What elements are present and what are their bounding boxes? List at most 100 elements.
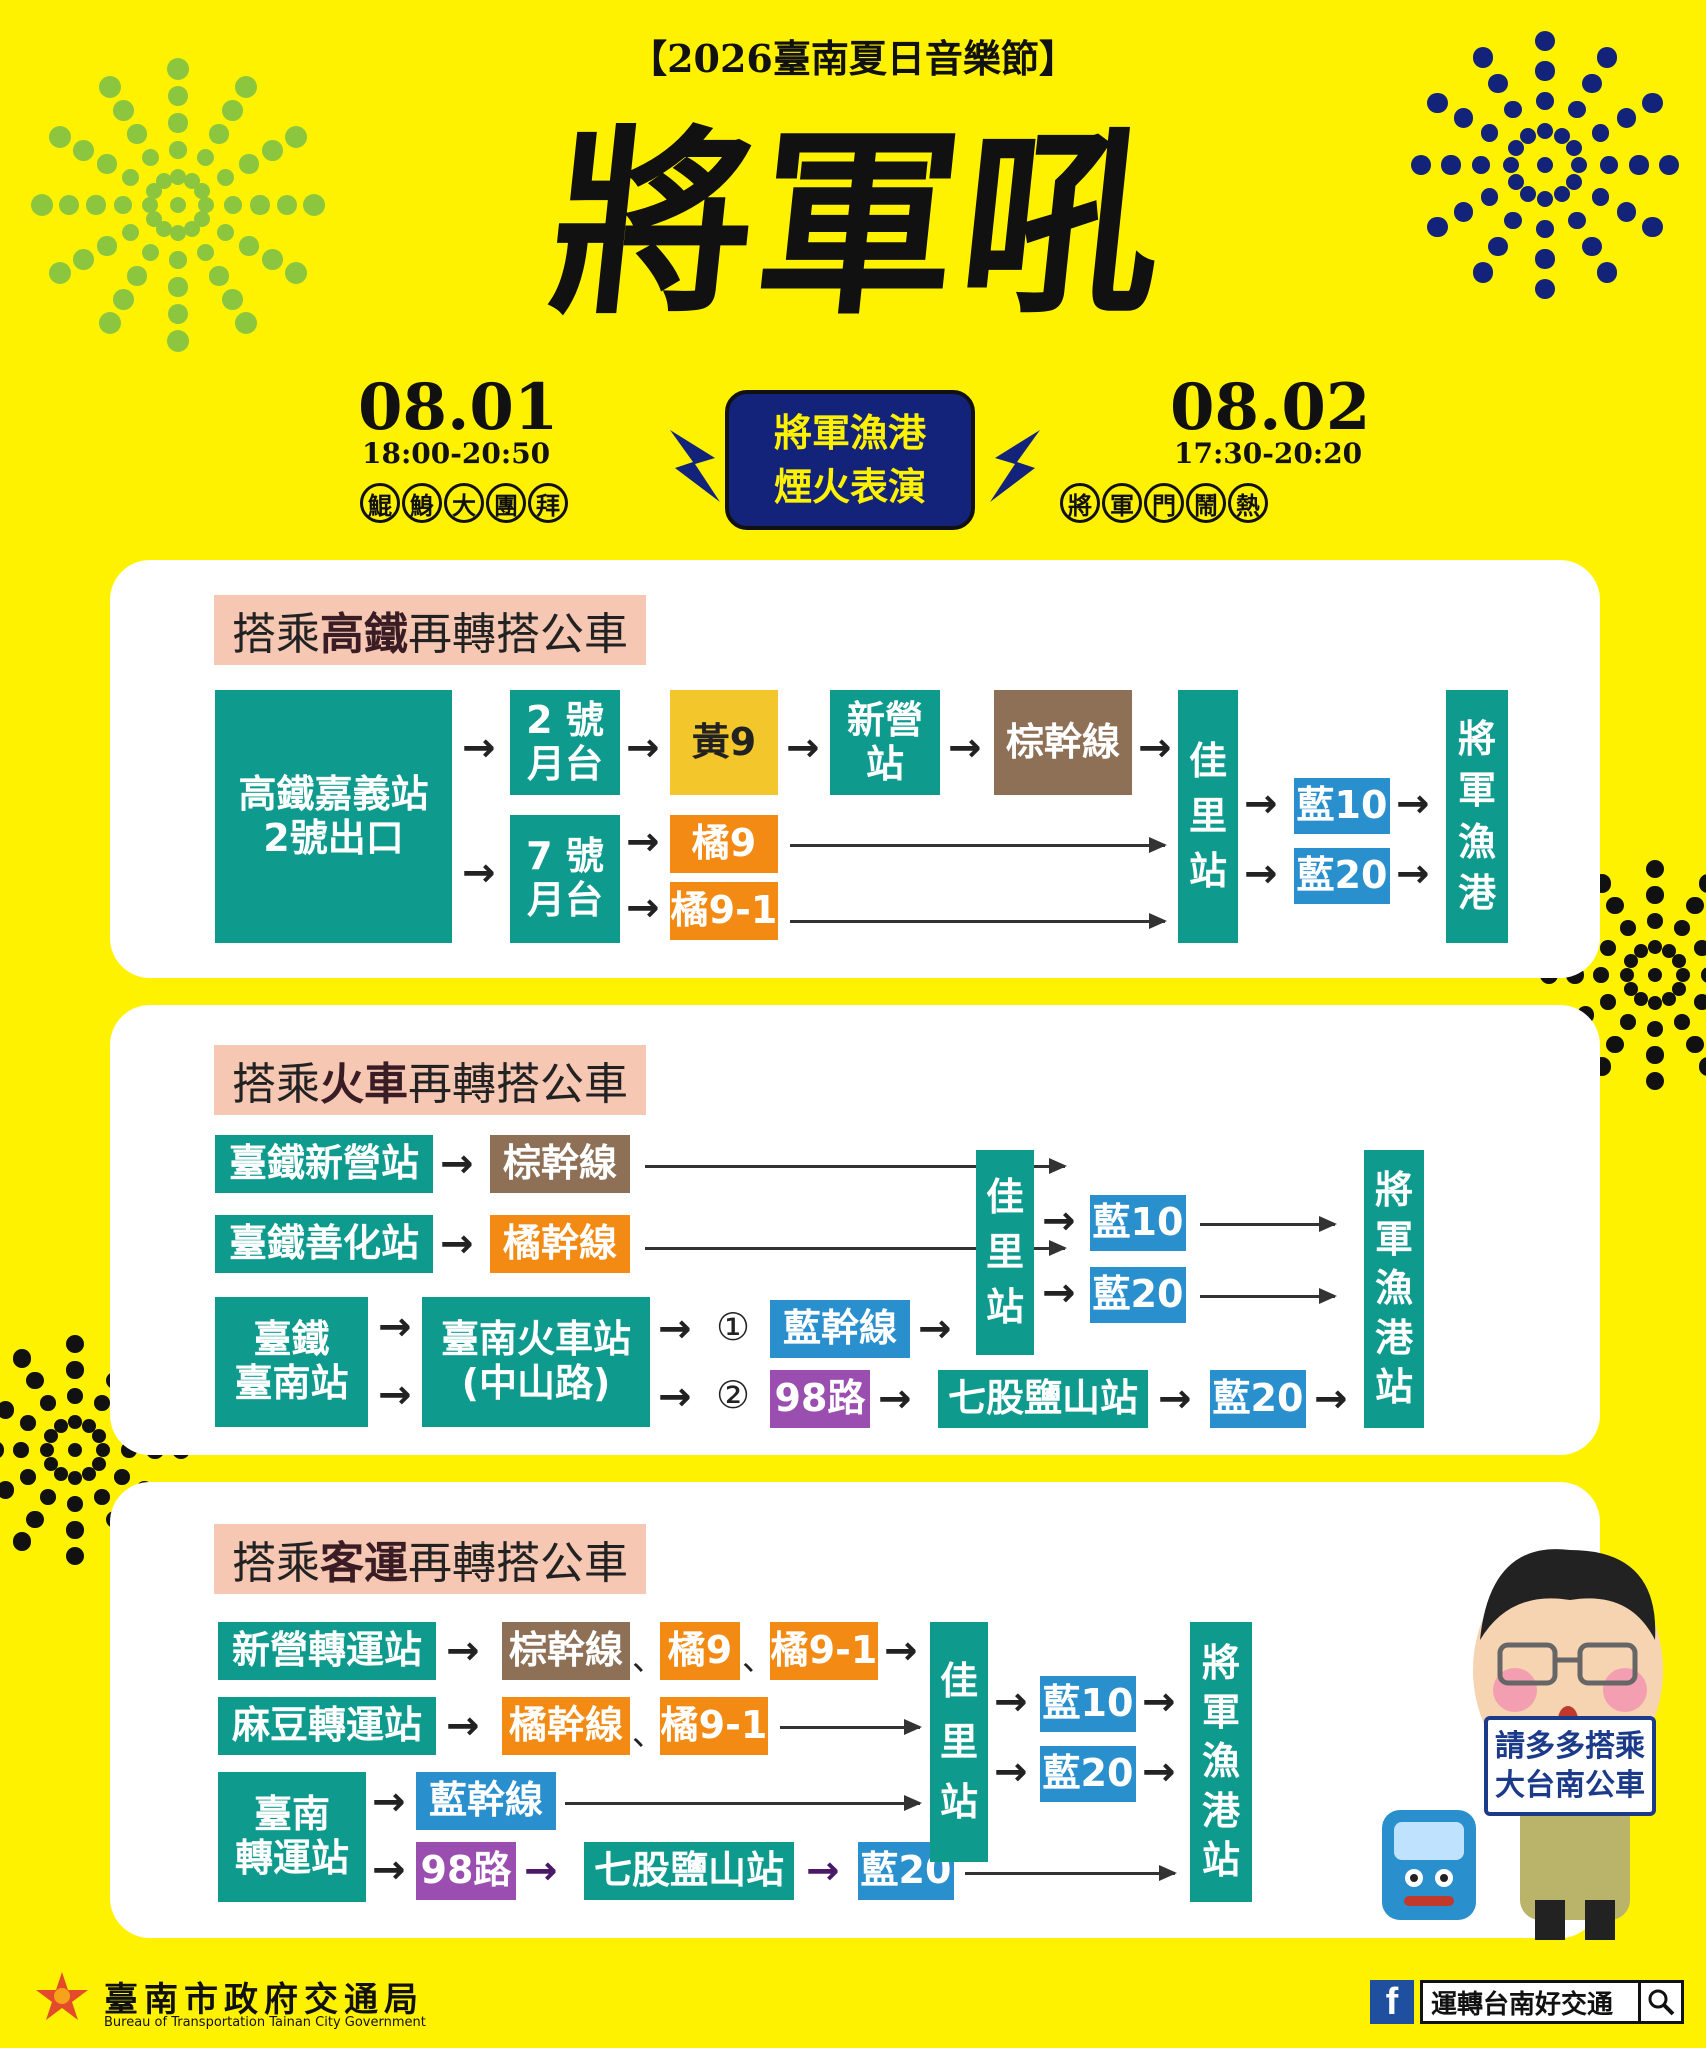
- arrow: →: [440, 1221, 474, 1267]
- burst-dot: [20, 1415, 37, 1431]
- burst-dot: [1623, 954, 1638, 968]
- burst-dot: [1453, 202, 1474, 222]
- footer-org-name: 臺南市政府交通局: [104, 1980, 424, 2020]
- festival-tag: 【2026臺南夏日音樂節】: [629, 36, 1077, 81]
- bus-mascot-icon: [1382, 1810, 1476, 1920]
- separator: 、: [632, 1715, 665, 1753]
- tainan-station-bus-stop: 臺南火車站 (中山路): [422, 1297, 650, 1427]
- burst-dot: [1427, 92, 1448, 114]
- facebook-search-box[interactable]: 運轉台南好交通: [1420, 1980, 1684, 2024]
- burst-dot: [30, 193, 54, 217]
- burst-dot: [145, 211, 162, 227]
- route-yellow-9: 黃9: [670, 690, 778, 795]
- arrow: →: [1042, 1270, 1076, 1316]
- facebook-icon[interactable]: f: [1370, 1980, 1414, 2024]
- burst-dot: [1672, 982, 1687, 996]
- burst-dot: [127, 266, 147, 286]
- burst-dot: [1593, 967, 1609, 983]
- jiali-station: 佳 里 站: [930, 1622, 988, 1862]
- burst-dot: [65, 1546, 85, 1566]
- arrow: →: [372, 1847, 406, 1893]
- arrow: →: [1138, 725, 1172, 771]
- burst-dot: [113, 1469, 130, 1485]
- arrow-line: [1200, 1216, 1337, 1232]
- arrow: →: [1158, 1376, 1192, 1422]
- burst-dot: [1554, 127, 1570, 144]
- burst-dot: [68, 1443, 82, 1457]
- fireworks-show-badge: 將軍漁港 煙火表演: [725, 390, 975, 530]
- burst-dot: [1645, 859, 1665, 879]
- burst-dot: [1591, 188, 1610, 206]
- burst-dot: [20, 1469, 37, 1485]
- burst-dot: [86, 195, 106, 215]
- burst-dot: [121, 223, 140, 242]
- burst-dot: [94, 1395, 110, 1412]
- burst-dot: [1620, 920, 1636, 937]
- jiali-station: 佳 里 站: [976, 1150, 1034, 1355]
- hsr-route-panel: 搭乘高鐵再轉搭公車 高鐵嘉義站 2號出口 → → 2 號 月台 7 號 月台 →…: [110, 560, 1600, 978]
- burst-dot: [1600, 156, 1618, 174]
- jiali-station: 佳 里 站: [1178, 690, 1238, 943]
- burst-dot: [1620, 1013, 1636, 1030]
- burst-dot: [1623, 982, 1638, 996]
- burst-dot: [65, 1334, 85, 1354]
- event-date-right: 08.02: [1170, 370, 1371, 445]
- burst-dot: [1616, 108, 1636, 128]
- burst-dot: [66, 1521, 84, 1539]
- arrow: →: [1142, 1679, 1176, 1725]
- arrow-line: [790, 837, 1167, 853]
- option-2-marker: ②: [716, 1373, 751, 1417]
- route-blue-20: 藍20: [1040, 1746, 1136, 1802]
- route-orange-trunk: 橘幹線: [502, 1697, 630, 1755]
- burst-dot: [82, 1418, 96, 1433]
- burst-dot: [92, 1429, 107, 1443]
- search-icon[interactable]: [1638, 1983, 1681, 2021]
- burst-dot: [1693, 994, 1706, 1010]
- route-brown-trunk: 棕幹線: [490, 1135, 630, 1193]
- burst-dot: [1488, 73, 1508, 94]
- burst-dot: [13, 1442, 29, 1458]
- burst-dot: [1701, 967, 1706, 983]
- destination-jiangjun-harbor: 將 軍 漁 港: [1446, 690, 1508, 943]
- burst-dot: [1693, 940, 1706, 956]
- transport-bureau-logo-icon: [36, 1972, 88, 2020]
- burst-dot: [284, 261, 307, 285]
- burst-dot: [1662, 992, 1676, 1007]
- burst-dot: [1616, 202, 1636, 222]
- burst-dot: [12, 1532, 32, 1552]
- burst-dot: [1537, 191, 1553, 207]
- burst-dot: [1427, 216, 1448, 238]
- destination-jiangjun-harbor-station: 將 軍 漁 港 站: [1364, 1150, 1424, 1428]
- burst-dot: [239, 236, 259, 256]
- burst-dot: [1606, 897, 1624, 915]
- burst-dot: [82, 1467, 96, 1482]
- mascot-sign: 請多多搭乘 大台南公車: [1484, 1716, 1656, 1816]
- arrow-line: [645, 1158, 1067, 1174]
- burst-dot: [1662, 943, 1676, 958]
- burst-dot: [43, 1457, 58, 1471]
- arrow: →: [786, 725, 820, 771]
- burst-dot: [1566, 174, 1583, 190]
- burst-dot: [67, 1496, 83, 1512]
- burst-dot: [1566, 140, 1583, 156]
- burst-dot: [1534, 278, 1556, 300]
- burst-dot: [209, 266, 229, 286]
- burst-dot: [196, 243, 215, 262]
- route-98: 98路: [770, 1370, 870, 1428]
- arrow: →: [1244, 851, 1278, 897]
- burst-dot: [49, 261, 72, 285]
- burst-dot: [1536, 92, 1554, 110]
- burst-dot: [302, 193, 326, 217]
- event-time-left: 18:00-20:50: [362, 437, 551, 470]
- burst-dot: [1504, 211, 1522, 230]
- option-1-marker: ①: [716, 1305, 751, 1349]
- burst-dot: [1645, 1071, 1665, 1091]
- burst-dot: [261, 249, 283, 270]
- burst-dot: [1676, 968, 1690, 982]
- burst-dot: [166, 329, 190, 353]
- burst-dot: [167, 303, 189, 325]
- xinying-bus-terminal: 新營轉運站: [218, 1622, 436, 1680]
- burst-dot: [170, 169, 186, 185]
- burst-dot: [94, 1488, 110, 1505]
- destination-jiangjun-harbor-station: 將 軍 漁 港 站: [1190, 1622, 1252, 1902]
